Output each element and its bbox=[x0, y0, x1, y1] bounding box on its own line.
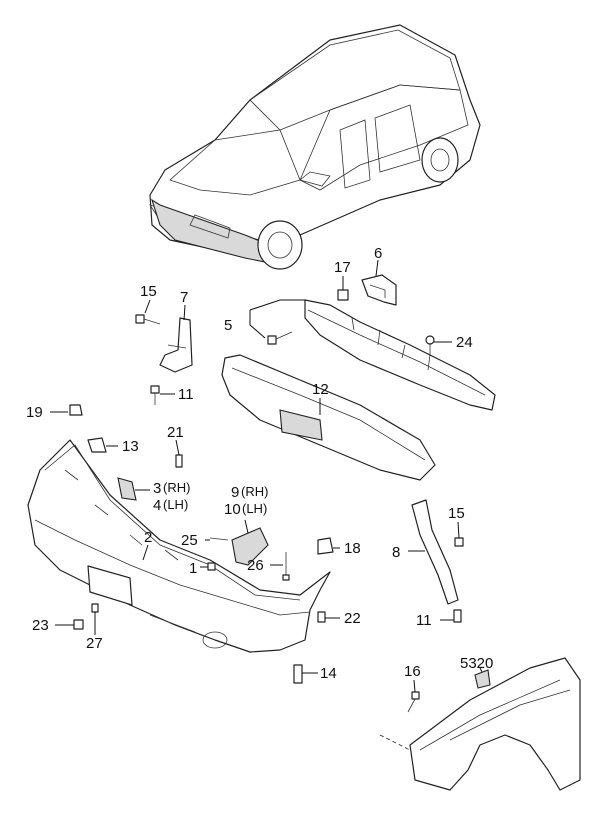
callout-4-side: (LH) bbox=[163, 497, 188, 512]
callout-13: 13 bbox=[122, 438, 139, 455]
bolt-icon bbox=[293, 664, 303, 684]
part-19-clip bbox=[69, 404, 83, 416]
bolt-icon bbox=[207, 562, 216, 571]
callout-9-side: (RH) bbox=[241, 484, 268, 499]
callout-3-side: (RH) bbox=[163, 480, 190, 495]
fender-panel bbox=[379, 657, 581, 791]
bolt-icon bbox=[135, 314, 161, 325]
part-12-energy-absorber bbox=[221, 354, 436, 481]
callout-3: 3 bbox=[153, 480, 161, 497]
callout-10: 10 bbox=[224, 501, 241, 518]
callout-22: 22 bbox=[344, 610, 361, 627]
callout-15-lower: 15 bbox=[448, 505, 465, 522]
callout-16: 16 bbox=[404, 663, 421, 680]
bolt-icon bbox=[91, 603, 99, 613]
callout-5: 5 bbox=[224, 317, 232, 334]
callout-6: 6 bbox=[374, 245, 382, 262]
part-3-4-bracket bbox=[117, 477, 137, 501]
callout-24: 24 bbox=[456, 334, 473, 351]
callout-10-side: (LH) bbox=[242, 501, 267, 516]
bolt-icon bbox=[317, 611, 326, 623]
callout-19: 19 bbox=[26, 404, 43, 421]
callout-27: 27 bbox=[86, 635, 103, 652]
part-9-10-bracket bbox=[231, 527, 269, 566]
bolt-icon bbox=[209, 537, 229, 541]
callout-2: 2 bbox=[144, 529, 152, 546]
leader-lines bbox=[50, 259, 483, 693]
callout-12: 12 bbox=[312, 381, 329, 398]
part-5-reinforcement-beam bbox=[304, 299, 496, 411]
part-13-pad bbox=[87, 437, 107, 453]
callout-8: 8 bbox=[392, 544, 400, 561]
callout-25: 25 bbox=[181, 532, 198, 549]
bolt-icon bbox=[73, 619, 84, 630]
bolt-icon bbox=[267, 331, 293, 345]
bolt-icon bbox=[425, 335, 435, 356]
callout-14: 14 bbox=[320, 665, 337, 682]
callout-15-upper: 15 bbox=[140, 283, 157, 300]
callout-18: 18 bbox=[344, 540, 361, 557]
part-18-clip bbox=[317, 537, 334, 555]
callout-17: 17 bbox=[334, 259, 351, 276]
callout-26: 26 bbox=[247, 557, 264, 574]
callout-11-lower: 11 bbox=[416, 612, 432, 629]
bolt-icon bbox=[407, 691, 420, 713]
minivan-illustration bbox=[149, 24, 481, 270]
part-7-bracket bbox=[159, 317, 193, 373]
part-6-bracket bbox=[361, 274, 397, 306]
callout-4: 4 bbox=[153, 497, 161, 514]
part-8-side-bracket bbox=[411, 499, 459, 605]
bolt-icon bbox=[453, 609, 462, 623]
callout-1: 1 bbox=[189, 560, 197, 577]
callout-labels: 15 7 5 6 17 24 11 12 19 13 21 3 (RH) 4 (… bbox=[26, 245, 493, 682]
callout-23: 23 bbox=[32, 617, 49, 634]
part-17-nut bbox=[337, 289, 349, 301]
bolt-icon bbox=[282, 552, 290, 581]
callout-21: 21 bbox=[167, 424, 184, 441]
callout-7: 7 bbox=[180, 289, 188, 306]
bolt-icon bbox=[175, 454, 183, 468]
callout-11-upper: 11 bbox=[178, 386, 194, 403]
part-2-bumper-cover bbox=[27, 439, 331, 653]
callout-5320: 5320 bbox=[460, 655, 493, 672]
callout-9: 9 bbox=[231, 484, 239, 501]
bolt-icon bbox=[150, 385, 160, 405]
bolt-icon bbox=[454, 537, 464, 547]
